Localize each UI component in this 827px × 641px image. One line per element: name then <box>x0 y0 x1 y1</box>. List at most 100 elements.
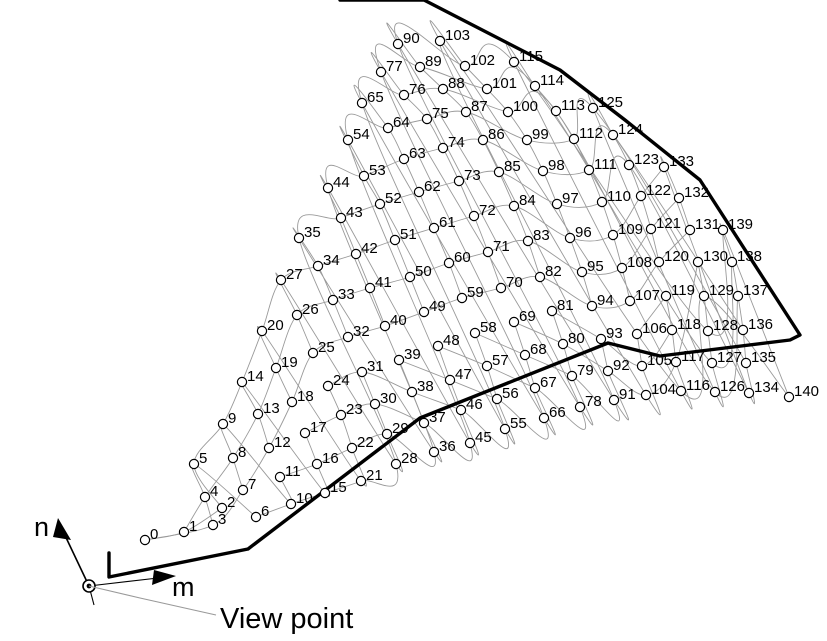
grid-node-label-95: 95 <box>587 258 604 275</box>
grid-node-41 <box>364 282 376 294</box>
grid-node-79 <box>566 370 578 382</box>
grid-node-label-99: 99 <box>532 126 549 143</box>
grid-node-81 <box>546 305 558 317</box>
m-axis-line <box>88 577 159 587</box>
grid-node-label-46: 46 <box>466 396 483 413</box>
grid-node-label-77: 77 <box>386 58 403 75</box>
grid-node-label-130: 130 <box>703 248 728 265</box>
grid-node-label-132: 132 <box>684 184 709 201</box>
grid-node-77 <box>375 66 387 78</box>
grid-node-label-31: 31 <box>367 358 384 375</box>
grid-node-50 <box>404 271 416 283</box>
grid-node-label-90: 90 <box>403 30 420 47</box>
grid-node-label-15: 15 <box>330 479 347 496</box>
grid-node-25 <box>307 347 319 359</box>
grid-node-58 <box>469 327 481 339</box>
boundary-outline <box>107 0 802 579</box>
grid-node-label-118: 118 <box>677 316 701 333</box>
grid-node-label-115: 115 <box>519 48 543 65</box>
grid-node-label-47: 47 <box>455 366 472 383</box>
grid-node-label-33: 33 <box>338 286 355 303</box>
grid-node-label-12: 12 <box>274 434 291 451</box>
grid-node-label-119: 119 <box>671 282 695 299</box>
grid-node-67 <box>529 382 541 394</box>
grid-node-label-29: 29 <box>392 420 409 437</box>
grid-node-116 <box>675 385 687 397</box>
grid-node-122 <box>635 190 647 202</box>
grid-node-21 <box>355 475 367 487</box>
grid-node-label-136: 136 <box>748 316 773 333</box>
grid-node-label-62: 62 <box>424 178 441 195</box>
grid-node-129 <box>698 290 710 302</box>
grid-node-label-112: 112 <box>579 125 603 142</box>
grid-node-label-7: 7 <box>248 476 256 493</box>
grid-node-label-64: 64 <box>393 114 410 131</box>
grid-node-label-87: 87 <box>471 98 488 115</box>
grid-node-label-81: 81 <box>557 297 574 314</box>
grid-node-29 <box>381 428 393 440</box>
grid-line-cross-6 <box>327 76 739 450</box>
grid-node-label-28: 28 <box>401 450 418 467</box>
grid-node-label-93: 93 <box>606 325 623 342</box>
grid-node-label-94: 94 <box>597 292 614 309</box>
grid-node-label-73: 73 <box>464 167 481 184</box>
grid-node-label-39: 39 <box>404 346 421 363</box>
grid-node-label-24: 24 <box>333 372 350 389</box>
grid-node-label-102: 102 <box>470 52 495 69</box>
grid-node-35 <box>293 232 305 244</box>
grid-node-0 <box>139 534 151 546</box>
grid-node-18 <box>286 396 298 408</box>
grid-node-94 <box>586 300 598 312</box>
grid-node-106 <box>631 328 643 340</box>
grid-node-label-103: 103 <box>445 27 470 44</box>
grid-node-55 <box>499 423 511 435</box>
grid-node-label-114: 114 <box>540 72 564 89</box>
grid-node-label-128: 128 <box>713 317 738 334</box>
grid-node-label-133: 133 <box>669 153 694 170</box>
grid-node-111 <box>583 164 595 176</box>
grid-node-label-127: 127 <box>717 349 742 366</box>
grid-node-115 <box>508 56 520 68</box>
grid-node-label-44: 44 <box>333 174 350 191</box>
grid-node-label-5: 5 <box>199 450 207 467</box>
grid-node-5 <box>188 458 200 470</box>
grid-node-10 <box>285 498 297 510</box>
grid-node-label-78: 78 <box>585 393 602 410</box>
grid-node-label-22: 22 <box>357 434 374 451</box>
grid-node-74 <box>437 142 449 154</box>
grid-node-105 <box>636 360 648 372</box>
grid-node-110 <box>596 196 608 208</box>
grid-node-32 <box>342 331 354 343</box>
grid-node-label-138: 138 <box>737 248 762 265</box>
grid-node-97 <box>551 198 563 210</box>
grid-line-cross-5 <box>304 98 744 462</box>
grid-node-label-96: 96 <box>575 224 592 241</box>
grid-node-49 <box>418 306 430 318</box>
grid-node-89 <box>414 61 426 73</box>
grid-node-22 <box>346 442 358 454</box>
grid-node-57 <box>481 360 493 372</box>
grid-node-136 <box>737 324 749 336</box>
grid-node-label-71: 71 <box>493 238 510 255</box>
grid-node-label-54: 54 <box>353 126 370 143</box>
grid-node-label-80: 80 <box>568 330 585 347</box>
grid-node-label-111: 111 <box>594 156 617 173</box>
grid-node-label-131: 131 <box>695 216 720 233</box>
grid-node-104 <box>640 389 652 401</box>
grid-node-101 <box>481 83 493 95</box>
grid-node-label-97: 97 <box>562 190 579 207</box>
grid-node-label-101: 101 <box>492 75 517 92</box>
grid-node-138 <box>726 256 738 268</box>
grid-node-label-68: 68 <box>530 341 547 358</box>
grid-lines-group <box>144 20 790 541</box>
grid-node-label-122: 122 <box>646 182 671 199</box>
grid-node-121 <box>645 223 657 235</box>
grid-line-cross-0 <box>144 229 691 541</box>
grid-node-8 <box>227 452 239 464</box>
grid-node-label-42: 42 <box>361 240 378 257</box>
grid-node-45 <box>464 437 476 449</box>
grid-node-label-123: 123 <box>634 151 659 168</box>
grid-node-109 <box>607 229 619 241</box>
grid-node-label-76: 76 <box>409 81 426 98</box>
